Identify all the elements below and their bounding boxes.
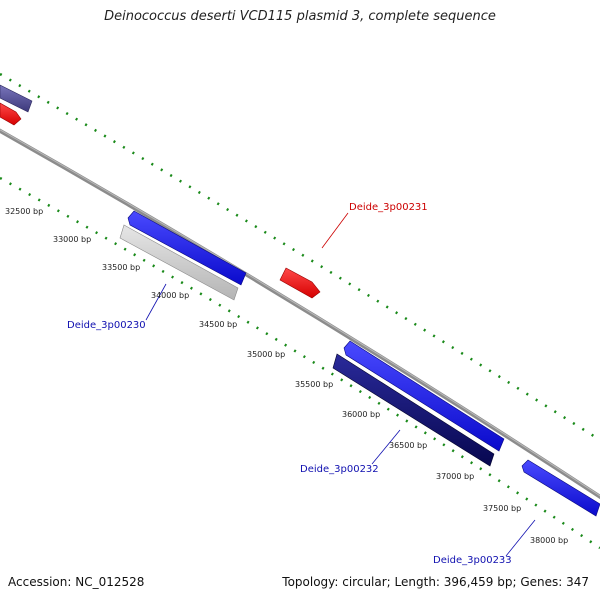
tick-label: 36000 bp [342, 410, 380, 419]
gene-feature[interactable] [127, 210, 247, 286]
tick-label: 32500 bp [5, 207, 43, 216]
gene-feature[interactable] [279, 267, 321, 299]
accession-text: Accession: NC_012528 [8, 575, 145, 589]
gene-label-deide-3p00230[interactable]: Deide_3p00230 [67, 320, 146, 331]
sequence-backbone [0, 128, 600, 500]
tick-label: 34000 bp [151, 291, 189, 300]
gene-feature[interactable] [332, 353, 495, 467]
gene-feature[interactable] [119, 224, 239, 301]
map-title: Deinococcus deserti VCD115 plasmid 3, co… [104, 9, 496, 24]
gene-feature[interactable] [0, 102, 22, 126]
inner-dotted-ring [0, 176, 600, 550]
outer-dotted-ring [0, 72, 600, 442]
tick-label: 37500 bp [483, 504, 521, 513]
tick-label: 36500 bp [389, 441, 427, 450]
gene-feature[interactable] [0, 84, 33, 113]
tick-label: 35500 bp [295, 380, 333, 389]
tick-label: 34500 bp [199, 320, 237, 329]
tick-label: 35000 bp [247, 350, 285, 359]
label-leader-lines [145, 212, 536, 557]
gene-label-deide-3p00232[interactable]: Deide_3p00232 [300, 464, 379, 475]
tick-label: 33500 bp [102, 263, 140, 272]
gene-feature[interactable] [343, 340, 505, 452]
topology-summary: Topology: circular; Length: 396,459 bp; … [282, 575, 589, 589]
gene-label-deide-3p00233[interactable]: Deide_3p00233 [433, 555, 512, 566]
tick-label: 37000 bp [436, 472, 474, 481]
tick-label: 38000 bp [530, 536, 568, 545]
gene-feature[interactable] [521, 459, 600, 517]
tick-label: 33000 bp [53, 235, 91, 244]
gene-label-deide-3p00231[interactable]: Deide_3p00231 [349, 202, 428, 213]
